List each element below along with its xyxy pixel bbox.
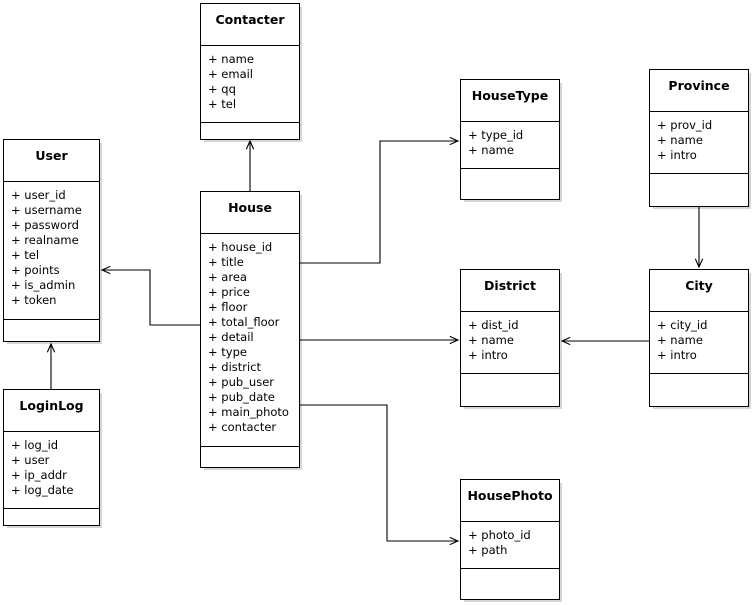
edge-city-district: [560, 336, 649, 346]
class-attribute: + contacter: [208, 420, 277, 434]
arrowhead-icon: [449, 136, 460, 146]
class-attribute: + user: [11, 453, 50, 467]
class-attribute: + name: [468, 143, 514, 157]
arrowhead-icon: [46, 342, 56, 353]
class-attribute: + name: [657, 333, 703, 347]
class-attribute: + photo_id: [468, 528, 531, 542]
class-attribute: + qq: [208, 82, 236, 96]
arrowhead-icon: [694, 258, 704, 269]
class-attribute: + log_date: [11, 483, 74, 497]
class-name-province: Province: [650, 70, 748, 112]
class-operations-user: [4, 320, 99, 337]
edge-house-user: [100, 265, 200, 326]
class-attribute: + pub_user: [208, 375, 275, 389]
uml-class-loginlog[interactable]: LoginLog+ log_id+ user+ ip_addr+ log_dat…: [3, 389, 100, 526]
class-attribute: + email: [208, 67, 254, 81]
edge-house-housetype: [300, 136, 460, 264]
class-operations-district: [461, 374, 559, 391]
uml-class-user[interactable]: User+ user_id+ username+ password+ realn…: [3, 139, 100, 342]
edge-loginlog-user: [46, 342, 56, 389]
uml-class-contacter[interactable]: Contacter+ name+ email+ qq+ tel: [200, 3, 300, 140]
edge-house-housephoto: [300, 404, 460, 546]
class-name-housetype: HouseType: [461, 80, 559, 122]
uml-class-city[interactable]: City+ city_id+ name+ intro: [649, 269, 749, 407]
class-attribute: + intro: [468, 348, 508, 362]
class-attribute: + password: [11, 218, 79, 232]
class-operations-contacter: [201, 123, 299, 140]
class-attribute: + name: [468, 333, 514, 347]
uml-class-province[interactable]: Province+ prov_id+ name+ intro: [649, 69, 749, 207]
edge-line: [102, 269, 200, 326]
class-attributes-city: + city_id+ name+ intro: [650, 312, 748, 374]
class-attributes-house: + house_id+ title+ area+ price+ floor+ t…: [201, 234, 299, 447]
class-attributes-user: + user_id+ username+ password+ realname+…: [4, 182, 99, 320]
class-attributes-loginlog: + log_id+ user+ ip_addr+ log_date: [4, 432, 99, 509]
arrowhead-icon: [100, 265, 111, 275]
edge-line: [300, 140, 458, 264]
class-attributes-district: + dist_id+ name+ intro: [461, 312, 559, 374]
class-attribute: + tel: [208, 97, 237, 111]
class-attribute: + house_id: [208, 240, 273, 254]
class-operations-housetype: [461, 169, 559, 186]
class-name-contacter: Contacter: [201, 4, 299, 46]
edge-province-city: [694, 207, 704, 269]
class-attribute: + city_id: [657, 318, 708, 332]
class-attribute: + floor: [208, 300, 248, 314]
class-attribute: + name: [657, 133, 703, 147]
class-name-housephoto: HousePhoto: [461, 480, 559, 522]
class-attribute: + username: [11, 203, 82, 217]
class-attribute: + user_id: [11, 188, 66, 202]
edge-house-district: [300, 335, 460, 345]
class-attributes-housetype: + type_id+ name: [461, 122, 559, 169]
class-name-district: District: [461, 270, 559, 312]
class-attribute: + log_id: [11, 438, 59, 452]
class-attribute: + path: [468, 543, 508, 557]
uml-class-housetype[interactable]: HouseType+ type_id+ name: [460, 79, 560, 200]
class-attribute: + district: [208, 360, 262, 374]
uml-class-house[interactable]: House+ house_id+ title+ area+ price+ flo…: [200, 191, 300, 468]
class-operations-housephoto: [461, 569, 559, 586]
class-attribute: + price: [208, 285, 250, 299]
class-attribute: + tel: [11, 248, 40, 262]
class-name-house: House: [201, 192, 299, 234]
class-attribute: + points: [11, 263, 60, 277]
class-attribute: + detail: [208, 330, 254, 344]
class-attribute: + main_photo: [208, 405, 289, 419]
class-attribute: + token: [11, 293, 57, 307]
class-attribute: + name: [208, 52, 254, 66]
class-attribute: + type_id: [468, 128, 524, 142]
class-name-user: User: [4, 140, 99, 182]
arrowhead-icon: [449, 335, 460, 345]
class-operations-province: [650, 174, 748, 191]
arrowhead-icon: [245, 139, 255, 150]
edge-house-contacter: [245, 139, 255, 191]
class-name-loginlog: LoginLog: [4, 390, 99, 432]
class-name-city: City: [650, 270, 748, 312]
class-attribute: + is_admin: [11, 278, 76, 292]
uml-class-housephoto[interactable]: HousePhoto+ photo_id+ path: [460, 479, 560, 600]
class-attribute: + total_floor: [208, 315, 280, 329]
class-operations-city: [650, 374, 748, 391]
class-attributes-province: + prov_id+ name+ intro: [650, 112, 748, 174]
class-attribute: + intro: [657, 348, 697, 362]
class-attributes-contacter: + name+ email+ qq+ tel: [201, 46, 299, 123]
class-attribute: + intro: [657, 148, 697, 162]
edge-line: [300, 404, 458, 542]
class-attribute: + ip_addr: [11, 468, 67, 482]
class-attribute: + area: [208, 270, 247, 284]
class-attribute: + pub_date: [208, 390, 275, 404]
class-attribute: + dist_id: [468, 318, 519, 332]
class-attribute: + type: [208, 345, 247, 359]
class-operations-house: [201, 447, 299, 464]
class-attributes-housephoto: + photo_id+ path: [461, 522, 559, 569]
class-operations-loginlog: [4, 509, 99, 526]
uml-class-district[interactable]: District+ dist_id+ name+ intro: [460, 269, 560, 407]
class-attribute: + realname: [11, 233, 79, 247]
arrowhead-icon: [560, 336, 571, 346]
class-attribute: + prov_id: [657, 118, 713, 132]
class-attribute: + title: [208, 255, 244, 269]
arrowhead-icon: [449, 536, 460, 546]
